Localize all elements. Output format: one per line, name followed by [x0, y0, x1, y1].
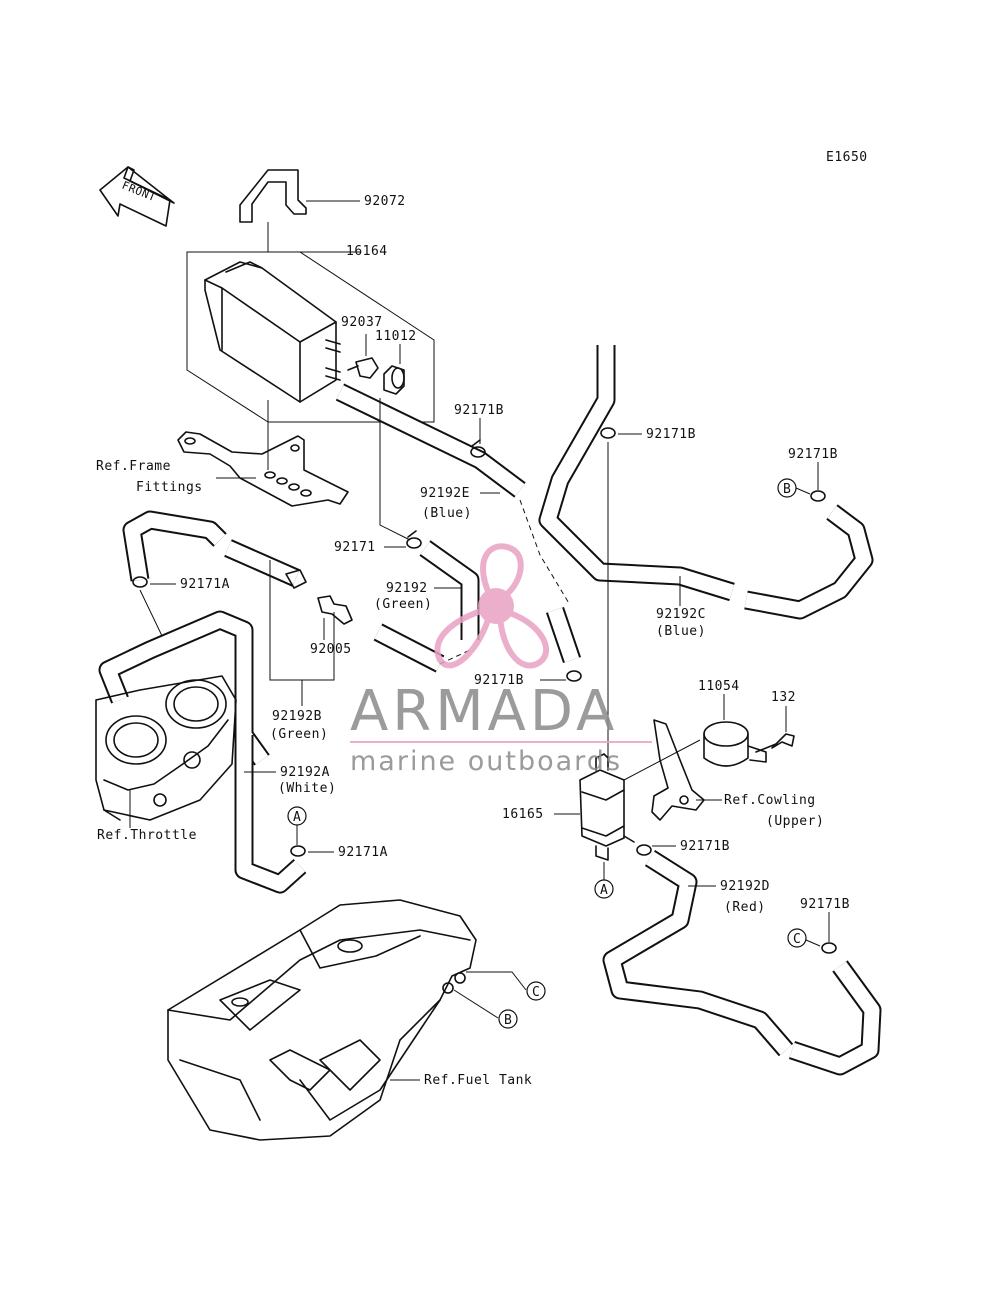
- ref-frame-line1: Ref.Frame: [96, 459, 171, 474]
- ref-throttle: Ref.Throttle: [97, 828, 197, 843]
- marker-c-left-label: C: [532, 985, 540, 1000]
- callout-92192B: 92192B: [272, 709, 322, 724]
- leader-canister-92171: [379, 398, 411, 541]
- propeller-logo-icon: [434, 543, 549, 669]
- marker-b-right: B: [777, 478, 797, 498]
- marker-c-right-label: C: [793, 932, 801, 947]
- hose-92192E: [335, 383, 526, 498]
- hose-92192: [419, 540, 480, 640]
- callout-92192A: 92192A: [280, 765, 330, 780]
- armada-watermark: ARMADA marine outboards: [350, 543, 652, 777]
- fuel-tank: [167, 899, 477, 1141]
- hose-clamp-92171B-filter: [636, 844, 652, 856]
- hose-clamp-92171A-bottom: [290, 845, 306, 857]
- callout-92192E-color: (Blue): [422, 506, 472, 521]
- callout-92192C-color: (Blue): [656, 624, 706, 639]
- leader-frame: [216, 422, 269, 479]
- hose-92192C: [538, 345, 874, 620]
- watermark-tagline: marine outboards: [350, 746, 622, 777]
- ref-fuel-tank: Ref.Fuel Tank: [424, 1073, 532, 1088]
- callout-92192A-color: (White): [278, 781, 336, 796]
- hose-clamp-92171B-low: [566, 670, 582, 682]
- fuel-filter-16165: [579, 753, 635, 861]
- marker-a-right-label: A: [600, 883, 608, 898]
- callout-92192E: 92192E: [420, 486, 470, 501]
- clamp-11054: [703, 721, 767, 767]
- canister-mounting-bracket: [177, 431, 349, 507]
- leader-filter-bracket: [623, 739, 701, 781]
- ref-frame-line2: Fittings: [136, 480, 203, 495]
- diagram-code: E1650: [826, 150, 868, 165]
- hose-clamp-92171B-mid: [600, 427, 616, 439]
- callout-16164: 16164: [346, 244, 388, 259]
- callout-92005: 92005: [310, 642, 352, 657]
- leader-tank-c: [466, 971, 527, 991]
- callout-92171B-top: 92171B: [454, 403, 504, 418]
- marker-b-left: B: [498, 1009, 518, 1029]
- marker-c-right: C: [787, 928, 807, 948]
- callout-92171: 92171: [334, 540, 376, 555]
- marker-a-left: A: [287, 806, 307, 826]
- charcoal-canister: [204, 261, 341, 403]
- joint-92005: [285, 569, 353, 625]
- callout-92192: 92192: [386, 581, 428, 596]
- leader-92171A-throttle: [139, 589, 165, 641]
- callout-11054: 11054: [698, 679, 740, 694]
- cap-11012: [383, 365, 405, 395]
- leader-tank-b: [453, 989, 499, 1019]
- hose-segment-lower: [546, 606, 581, 664]
- leader-92171B-bottom: [805, 912, 830, 947]
- hose-clamp-92171B-right: [810, 490, 826, 502]
- callout-92171A-top: 92171A: [180, 577, 230, 592]
- joint-dash: [439, 649, 471, 665]
- marker-b-right-label: B: [783, 482, 791, 497]
- hose-clamp-92171B-top: [470, 439, 486, 458]
- hose-92192A: [234, 735, 307, 894]
- callout-92192-color: (Green): [374, 597, 432, 612]
- callout-92171B-low: 92171B: [474, 673, 524, 688]
- front-arrow-label: FRONT: [120, 179, 158, 204]
- callout-92037: 92037: [341, 315, 383, 330]
- ref-cowling-line2: (Upper): [766, 814, 824, 829]
- callout-92192C: 92192C: [656, 607, 706, 622]
- hose-fitting-92037: [347, 357, 379, 379]
- hose-92192B: [122, 510, 445, 673]
- bracket-16164-right: [268, 251, 435, 423]
- hose-clamp-92171B-bottom: [821, 942, 837, 954]
- callout-92171B-bottom: 92171B: [800, 897, 850, 912]
- callout-92171B-mid: 92171B: [646, 427, 696, 442]
- hose-clamp-92171: [406, 530, 422, 549]
- marker-a-right: A: [594, 879, 614, 899]
- marker-b-left-label: B: [504, 1013, 512, 1028]
- callout-11012: 11012: [375, 329, 417, 344]
- hose-92192D: [602, 849, 882, 1076]
- leader-92171B-right: [795, 462, 819, 495]
- ref-cowling-line1: Ref.Cowling: [724, 793, 816, 808]
- callout-16165: 16165: [502, 807, 544, 822]
- marker-c-left: C: [526, 981, 546, 1001]
- callout-92171A-bottom: 92171A: [338, 845, 388, 860]
- bracket-16164-left: [186, 251, 269, 423]
- bolt-132: [755, 733, 795, 753]
- callout-92192B-color: (Green): [270, 727, 328, 742]
- canister-bracket-strap: [239, 169, 307, 223]
- callout-92072: 92072: [364, 194, 406, 209]
- marker-a-left-label: A: [293, 810, 301, 825]
- leader-92171A-bottom: [296, 825, 334, 853]
- callout-92192D: 92192D: [720, 879, 770, 894]
- callout-92192D-color: (Red): [724, 900, 766, 915]
- watermark-brand: ARMADA: [350, 679, 618, 744]
- hose-clamp-92171A-top: [132, 576, 148, 588]
- callout-92171B-right: 92171B: [788, 447, 838, 462]
- callout-92171B-filter: 92171B: [680, 839, 730, 854]
- callout-132: 132: [771, 690, 796, 705]
- cowling-bracket: [651, 719, 705, 821]
- hose-92192E-path: [519, 499, 571, 606]
- front-arrow-icon: FRONT: [99, 166, 175, 227]
